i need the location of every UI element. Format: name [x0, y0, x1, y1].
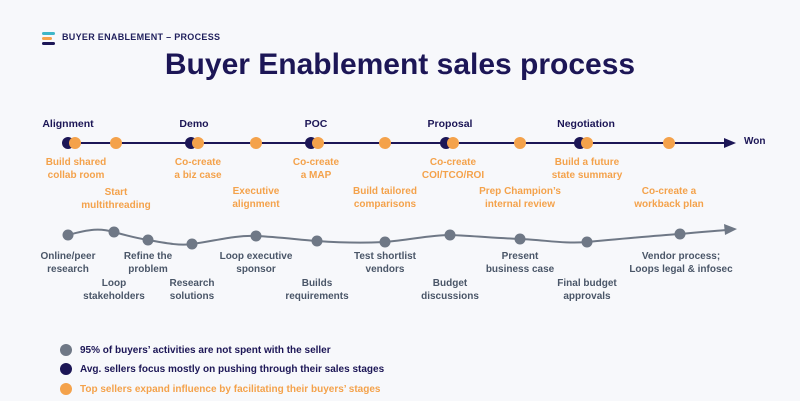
legend-text-avg-sellers: Avg. sellers focus mostly on pushing thr…	[80, 363, 385, 375]
seller-activity-8: Prep Champion’s internal review	[479, 186, 561, 210]
legend-item-buyers: 95% of buyers’ activities are not spent …	[60, 344, 331, 356]
buyer-activity-11: Vendor process; Loops legal & infosec	[629, 251, 733, 275]
navy-dot-icon	[60, 363, 72, 375]
activity-dot-9	[581, 137, 593, 149]
seller-activity-1: Build shared collab room	[45, 157, 107, 181]
buyer-activity-6: Builds requirements	[285, 278, 349, 302]
activity-dot-3	[192, 137, 204, 149]
activity-dot-7	[447, 137, 459, 149]
buyer-activity-1: Online/peer research	[40, 251, 96, 275]
stage-label-demo: Demo	[179, 118, 209, 130]
activity-dot-10	[663, 137, 675, 149]
buyer-dot-8	[444, 229, 456, 241]
buyer-activity-8: Budget discussions	[421, 278, 479, 302]
buyer-dot-3	[142, 234, 154, 246]
buyer-dot-11	[674, 228, 686, 240]
activity-dot-4	[250, 137, 262, 149]
legend-text-buyers: 95% of buyers’ activities are not spent …	[80, 344, 331, 356]
end-label-won: Won	[744, 136, 766, 147]
buyer-activity-10: Final budget approvals	[557, 278, 617, 302]
buyer-dot-7	[379, 236, 391, 248]
activity-dot-6	[379, 137, 391, 149]
brand-logo-icon	[42, 32, 55, 45]
stage-label-proposal: Proposal	[427, 118, 473, 130]
buyer-dot-1	[62, 229, 74, 241]
seller-activity-3: Co-create a biz case	[174, 157, 222, 181]
orange-dot-icon	[60, 383, 72, 395]
buyer-dot-5	[250, 230, 262, 242]
seller-timeline-arrow	[724, 138, 736, 148]
stage-label-poc: POC	[304, 118, 328, 130]
buyer-activity-2: Loop stakeholders	[83, 278, 145, 302]
seller-activity-6: Build tailored comparisons	[353, 186, 417, 210]
seller-activity-7: Co-create COI/TCO/ROI	[421, 157, 485, 181]
buyer-dot-6	[311, 235, 323, 247]
buyer-activity-9: Present business case	[485, 251, 555, 275]
section-kicker: BUYER ENABLEMENT – PROCESS	[62, 32, 221, 42]
buyer-dot-2	[108, 226, 120, 238]
seller-activity-2: Start multithreading	[81, 187, 151, 211]
activity-dot-1	[69, 137, 81, 149]
legend-item-top-sellers: Top sellers expand influence by facilita…	[60, 383, 380, 395]
buyer-dot-4	[186, 238, 198, 250]
buyer-activity-7: Test shortlist vendors	[353, 251, 417, 275]
page-title: Buyer Enablement sales process	[164, 48, 636, 81]
stage-label-alignment: Alignment	[42, 118, 94, 130]
seller-activity-4: Executive alignment	[232, 186, 280, 210]
activity-dot-8	[514, 137, 526, 149]
stage-label-negotiation: Negotiation	[557, 118, 615, 130]
seller-activity-10: Co-create a workback plan	[634, 186, 704, 210]
buyer-journey-line	[67, 228, 727, 246]
activity-dot-5	[312, 137, 324, 149]
gray-dot-icon	[60, 344, 72, 356]
buyer-dot-9	[514, 233, 526, 245]
buyer-dot-10	[581, 236, 593, 248]
seller-activity-5: Co-create a MAP	[292, 157, 340, 181]
buyer-activity-4: Research solutions	[169, 278, 215, 302]
buyer-activity-5: Loop executive sponsor	[219, 251, 293, 275]
seller-activity-9: Build a future state summary	[551, 157, 623, 181]
buyer-journey-arrow	[724, 224, 737, 235]
legend-item-avg-sellers: Avg. sellers focus mostly on pushing thr…	[60, 363, 384, 375]
legend-text-top-sellers: Top sellers expand influence by facilita…	[80, 383, 381, 395]
buyer-activity-3: Refine the problem	[123, 251, 173, 275]
activity-dot-2	[110, 137, 122, 149]
